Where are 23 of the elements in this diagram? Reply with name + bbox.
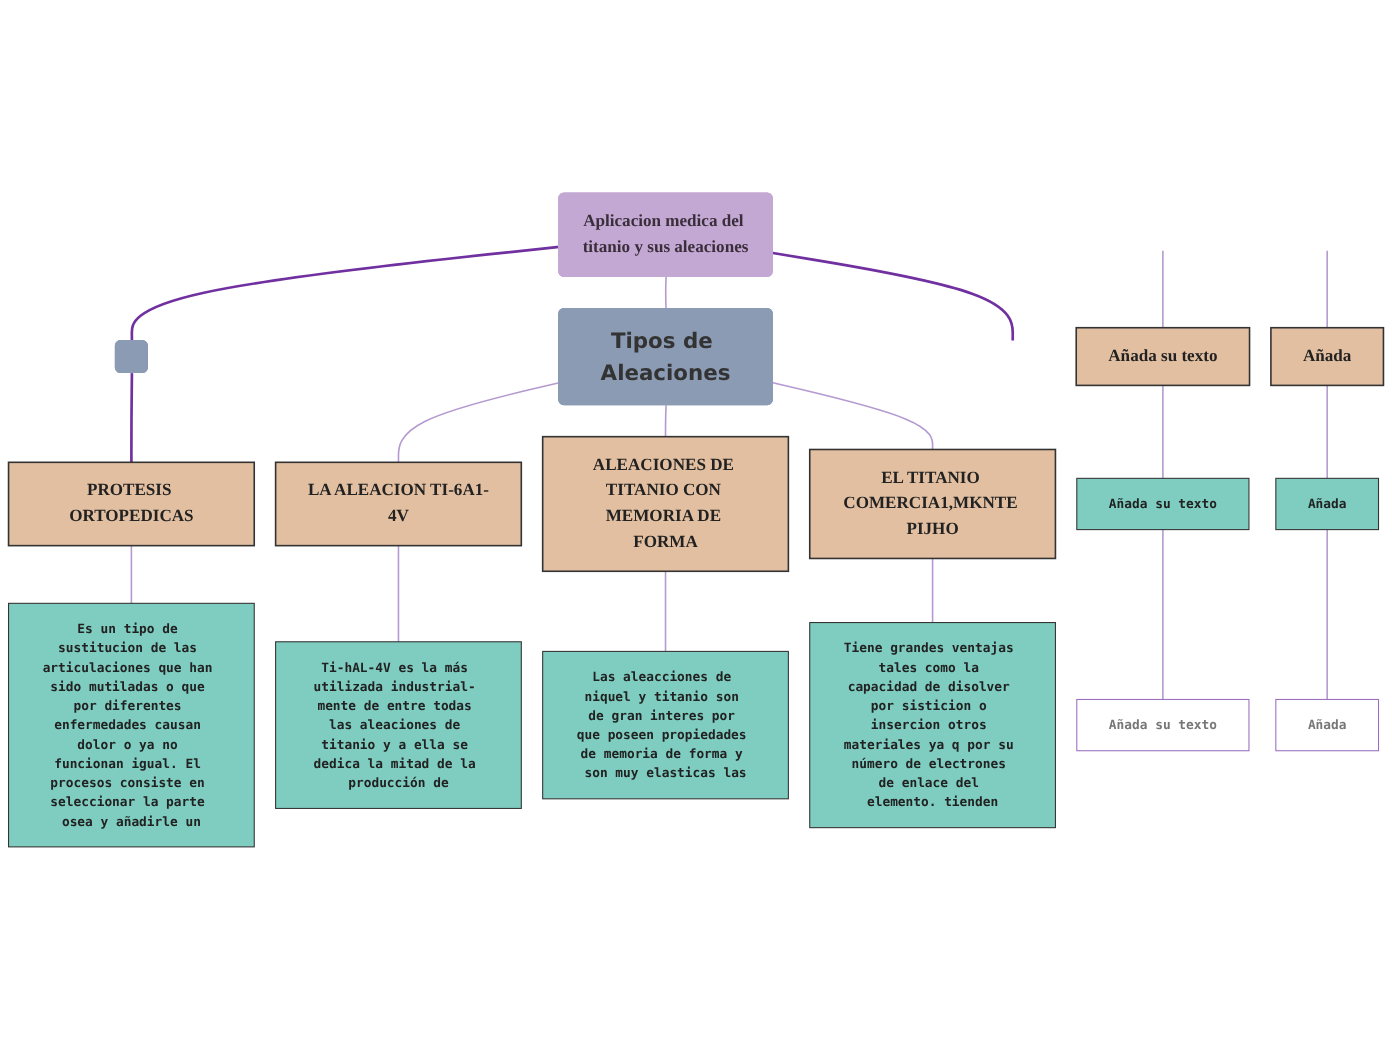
node-box: ALEACIONES DE TITANIO CON MEMORIA DE FORMA [541,435,790,573]
connector [1162,250,1164,329]
connector [664,404,667,438]
connector [397,381,561,464]
connector [931,557,934,624]
node-box: Añada [1270,326,1385,387]
connector [772,381,934,451]
connector [130,373,134,463]
connector [1162,528,1164,701]
node-box: LA ALEACION TI-6A1-4V [274,461,523,547]
connector [130,544,133,605]
node-box: Añada su texto [1075,326,1251,387]
connector [1326,384,1328,480]
connector [1162,384,1164,480]
node-box: PROTESIS ORTOPEDICAS [7,461,256,547]
connector [397,544,400,643]
connector [772,251,1015,341]
connector [664,276,667,310]
node-box: EL TITANIO COMERCIA1,MKNTE PIJHO [808,448,1057,560]
connector [664,570,667,653]
connector [130,245,560,342]
connector [1326,250,1328,329]
connector [1326,528,1328,701]
